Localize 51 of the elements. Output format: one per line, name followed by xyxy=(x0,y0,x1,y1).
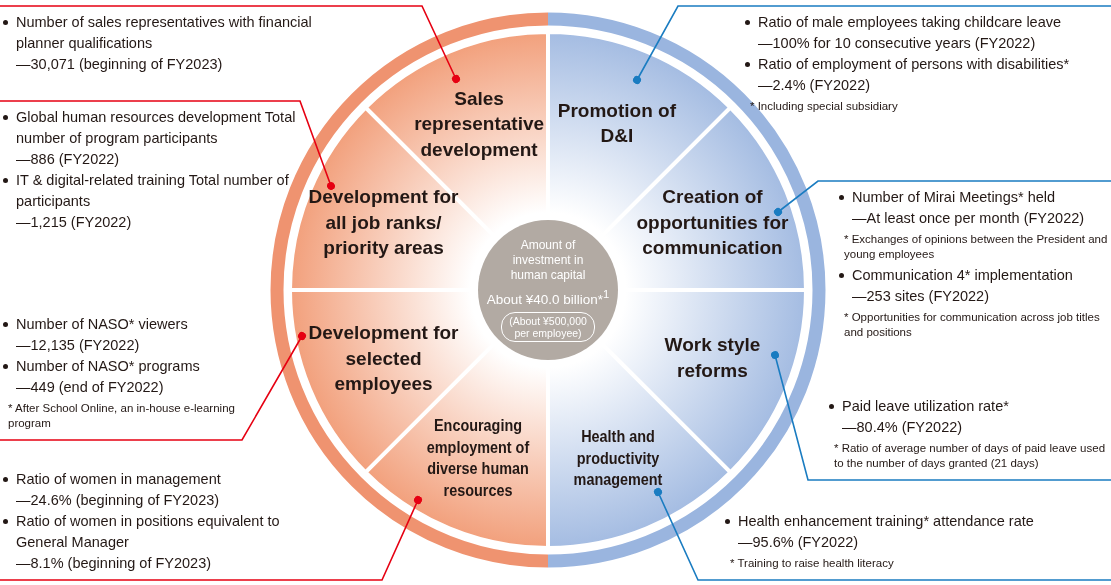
center-value: About ¥40.0 billion*$^{1}$ xyxy=(486,286,610,309)
segment-label: Work style reforms xyxy=(663,333,762,384)
bullet-item: Number of Mirai Meetings* held xyxy=(836,187,1111,208)
value-text: —30,071 (beginning of FY2023) xyxy=(15,55,224,74)
leader-line xyxy=(0,496,422,581)
segment-label: Encouraging employment of diverse human resources xyxy=(426,415,531,501)
bullet-item: Number of NASO* viewers xyxy=(0,314,275,335)
value-text: —1,215 (FY2022) xyxy=(15,213,133,232)
segment-label: Development for selected employees xyxy=(307,320,460,396)
value-text: —253 sites (FY2022) xyxy=(851,287,990,306)
footnote: * Ratio of average number of days of paid leave used to the number of days granted (21 days) xyxy=(833,441,1107,471)
leader-line xyxy=(0,332,306,441)
leader-line xyxy=(774,180,1111,216)
footnote: * Training to raise health literacy xyxy=(729,556,895,571)
segment-label: Development for all job ranks/ priority areas xyxy=(307,184,460,260)
value-text: —80.4% (FY2022) xyxy=(841,418,964,437)
segment-label: Promotion of D&I xyxy=(556,99,677,149)
center-note: (About ¥500,000 per employee) xyxy=(501,312,595,343)
footnote: * After School Online, an in-house e-learning program xyxy=(7,401,236,431)
value-text: —449 (end of FY2022) xyxy=(15,378,165,397)
footnote: * Including special subsidiary xyxy=(749,99,899,114)
value-text: —12,135 (FY2022) xyxy=(15,336,141,355)
bullet-item: Global human resources development Total number of program participants xyxy=(0,107,300,149)
value-text: —24.6% (beginning of FY2023) xyxy=(15,491,221,510)
footnote: * Exchanges of opinions between the President and young employees xyxy=(843,232,1109,262)
segment-label: Creation of opportunities for communication xyxy=(635,184,790,260)
leader-line xyxy=(654,488,1111,581)
bullet-item: Ratio of male employees taking childcare leave xyxy=(742,12,1111,33)
bullet-item: Number of NASO* programs xyxy=(0,356,275,377)
segment-label: Health and productivity management xyxy=(572,426,664,490)
value-text: —100% for 10 consecutive years (FY2022) xyxy=(757,34,1037,53)
leader-line xyxy=(633,5,1111,84)
segment-label: Sales representative development xyxy=(413,86,546,162)
bullet-item: Ratio of employment of persons with disabilities* xyxy=(742,54,1111,75)
bullet-item: IT & digital-related training Total number of participants xyxy=(0,170,300,212)
value-text: —886 (FY2022) xyxy=(15,150,121,169)
value-text: —95.6% (FY2022) xyxy=(737,533,860,552)
leader-line xyxy=(0,100,335,190)
leader-line xyxy=(771,351,1111,481)
bullet-item: Health enhancement training* attendance rate xyxy=(722,511,1111,532)
leader-line xyxy=(0,5,460,83)
bullet-item: Paid leave utilization rate* xyxy=(826,396,1111,417)
bullet-item: Communication 4* implementation xyxy=(836,265,1111,286)
footnote: * Opportunities for communication across job titles and positions xyxy=(843,310,1101,340)
bullet-item: Ratio of women in management xyxy=(0,469,335,490)
center-heading: Amount of investment in human capital xyxy=(509,237,587,283)
value-text: —At least once per month (FY2022) xyxy=(851,209,1086,228)
bullet-item: Ratio of women in positions equivalent to General Manager xyxy=(0,511,335,553)
value-text: —8.1% (beginning of FY2023) xyxy=(15,554,213,573)
value-text: —2.4% (FY2022) xyxy=(757,76,872,95)
bullet-item: Number of sales representatives with financial planner qualifications xyxy=(0,12,350,54)
